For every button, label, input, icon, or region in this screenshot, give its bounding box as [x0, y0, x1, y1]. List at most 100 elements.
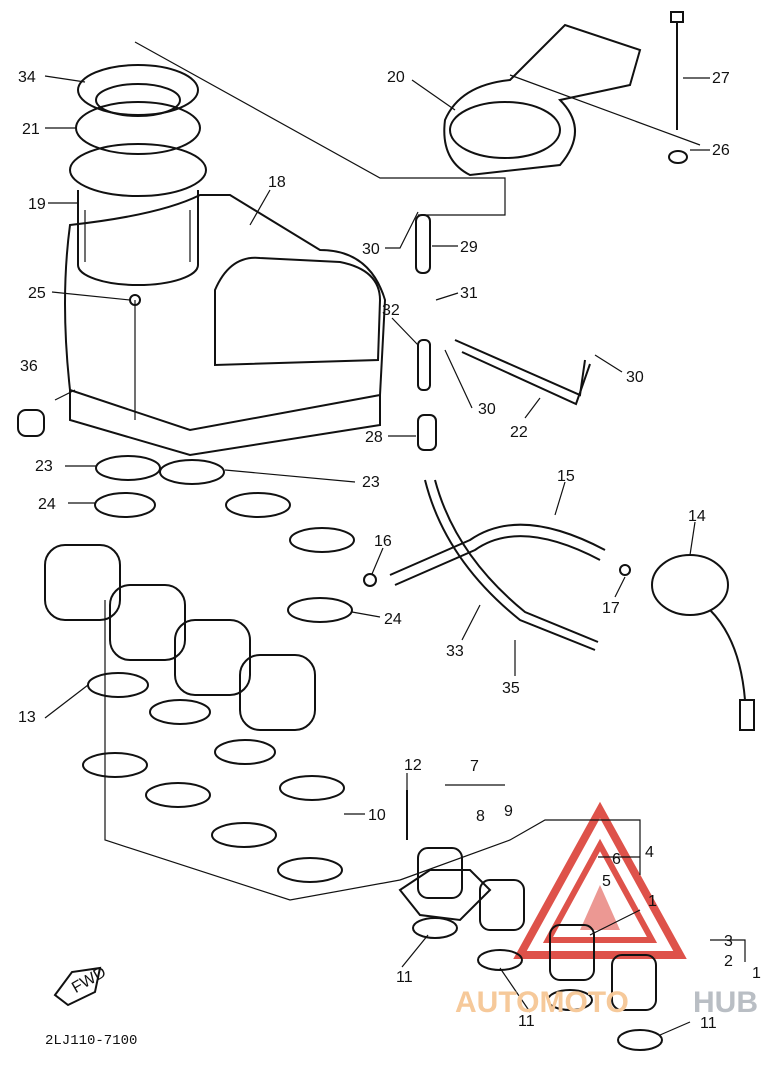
part-1-manifold-2 [611, 954, 657, 1011]
callout-8: 8 [476, 808, 485, 825]
part-21-oring [75, 101, 201, 155]
part-11-oring-4 [617, 1029, 663, 1051]
callout-12: 12 [404, 757, 422, 774]
leader-1a [589, 909, 641, 936]
callout-13: 13 [18, 709, 36, 726]
carburetor-1 [44, 544, 121, 621]
part-1-manifold-1 [549, 924, 595, 981]
part-15-hose-edge [394, 535, 601, 586]
part-17-clip [619, 564, 631, 576]
part-13-joint-1-base [82, 752, 148, 778]
filter-element-stack [69, 64, 207, 286]
callout-27: 27 [712, 70, 730, 87]
callout-30-middle: 30 [478, 401, 496, 418]
callout-16: 16 [374, 533, 392, 550]
callout-11-right: 11 [700, 1015, 717, 1032]
part-26-washer [668, 150, 688, 164]
logo-triangle-inner [542, 838, 658, 943]
diagram-code: 2LJ110-7100 [45, 1033, 137, 1049]
part-27-bolt-head [670, 11, 684, 23]
callout-33: 33 [446, 643, 464, 660]
callout-1-right: 1 [752, 965, 761, 982]
part-22-hose-edge [461, 351, 591, 406]
part-15-hose [389, 523, 606, 576]
callout-14: 14 [688, 508, 706, 525]
part-14-wire [709, 609, 746, 701]
leader-14 [689, 521, 696, 556]
leader-30a [385, 211, 419, 249]
leader-34 [44, 75, 86, 83]
part-36-leader [54, 389, 76, 401]
part-18-airbox-cover [214, 256, 382, 367]
leader-15 [554, 481, 566, 516]
part-24-band-1 [94, 492, 156, 518]
leader-20 [411, 79, 456, 111]
airbox-housing [17, 194, 387, 457]
callout-5: 5 [602, 873, 611, 890]
part-11-oring-3 [547, 989, 593, 1011]
callout-15: 15 [557, 468, 575, 485]
part-11-oring-1 [412, 917, 458, 939]
frame-line-left [104, 600, 401, 901]
callout-28: 28 [365, 429, 383, 446]
leader-31 [435, 292, 459, 301]
watermark-part1: AUTOMOTO [455, 986, 629, 1019]
part-16-clip [363, 573, 377, 587]
callout-24-left: 24 [38, 496, 56, 513]
callout-23-left: 23 [35, 458, 53, 475]
callout-34: 34 [18, 69, 36, 86]
watermark-part2: HUB [693, 986, 758, 1019]
breather-assembly [415, 214, 591, 451]
leader-11c [659, 1021, 691, 1036]
callout-20: 20 [387, 69, 405, 86]
carburetor-2 [109, 584, 186, 661]
part-23-joint-4 [289, 527, 355, 553]
callout-3: 3 [724, 933, 733, 950]
part-32-pipe [417, 339, 431, 391]
part-33-hose-edge [434, 479, 599, 643]
part-18-airbox-base [69, 390, 381, 457]
part-19-lid [69, 143, 207, 197]
leader-32 [391, 317, 419, 346]
part-34-cap [77, 64, 199, 116]
callout-10: 10 [368, 807, 386, 824]
leader-24b [351, 611, 381, 618]
part-14-pump [651, 554, 729, 616]
frame-line-27 [509, 74, 701, 146]
intake-joints [94, 455, 355, 623]
leader-33 [461, 604, 481, 641]
callout-2: 2 [724, 953, 733, 970]
part-20-duct [443, 23, 642, 177]
leader-17 [614, 576, 626, 598]
part-11-oring-2 [477, 949, 523, 971]
frame-line-right [399, 819, 641, 881]
callout-24-right: 24 [384, 611, 402, 628]
carburetor-3 [174, 619, 251, 696]
leader-3-2 [710, 939, 746, 962]
fwd-arrow: FWD [53, 964, 109, 1007]
leader-11a [401, 934, 429, 968]
lower-joints [82, 672, 345, 883]
callout-11-left: 11 [396, 969, 413, 986]
callout-11-middle: 11 [518, 1013, 535, 1030]
air-duct-assembly [443, 11, 688, 177]
callout-31: 31 [460, 285, 478, 302]
part-19-filter [77, 190, 199, 286]
callout-7: 7 [470, 758, 479, 775]
callout-35: 35 [502, 680, 520, 697]
watermark-text: AUTOMOTO HUB [455, 986, 758, 1019]
fwd-arrow-shape [53, 966, 102, 1007]
part-7-manifold-base [398, 869, 492, 922]
leader-30c [444, 349, 473, 409]
part-13-joint-2 [149, 699, 211, 725]
part-33-hose [424, 479, 596, 651]
part-23-joint-3 [225, 492, 291, 518]
fuel-system [363, 479, 755, 731]
part-36-grommet [17, 409, 45, 437]
part-18-airbox-outline [64, 194, 387, 432]
intake-manifolds [398, 790, 663, 1051]
part-13-joint-1 [87, 672, 149, 698]
callout-19: 19 [28, 196, 46, 213]
watermark-logo [513, 801, 687, 959]
